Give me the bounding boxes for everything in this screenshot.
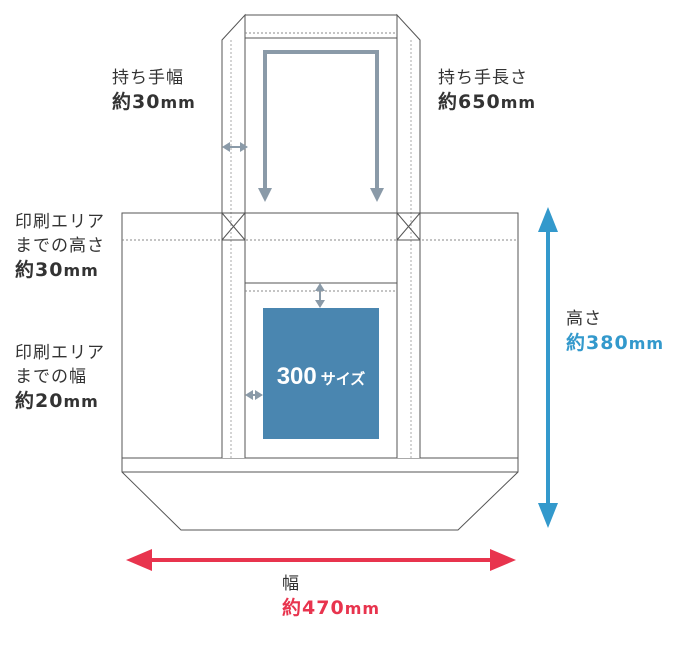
width-label: 幅 約470mm — [282, 572, 380, 621]
x-stitch-left — [221, 212, 246, 241]
x-stitch-right-b — [396, 212, 421, 241]
print-side-line2: までの幅 — [15, 367, 87, 387]
width-arrow — [126, 549, 516, 571]
print-side-gap-arrow — [245, 390, 263, 400]
print-side-value: 約20mm — [15, 390, 99, 412]
handle-width-label: 持ち手幅 約30mm — [112, 66, 196, 115]
print-top-label: 印刷エリア までの高さ 約30mm — [15, 210, 105, 283]
print-top-line1: 印刷エリア — [15, 212, 105, 232]
handle-width-arrow — [222, 142, 248, 152]
handle-width-title: 持ち手幅 — [112, 68, 184, 88]
handle-top-band — [244, 14, 398, 39]
width-value: 約470mm — [282, 597, 381, 619]
print-top-gap-arrow — [315, 283, 325, 308]
handle-length-arrow — [263, 50, 379, 190]
handle-length-title: 持ち手長さ — [438, 68, 528, 88]
print-area-number: 300 — [277, 363, 317, 390]
print-area-text: サイズ — [321, 370, 366, 388]
print-side-label: 印刷エリア までの幅 約20mm — [15, 341, 105, 414]
width-title: 幅 — [282, 574, 300, 594]
x-stitch-right — [396, 212, 421, 241]
x-stitch-left-b — [221, 212, 246, 241]
handle-length-arrowhead-right — [370, 188, 384, 202]
handle-length-arrowhead-left — [258, 188, 272, 202]
handle-width-value: 約30mm — [112, 91, 196, 113]
height-label: 高さ 約380mm — [566, 307, 664, 356]
height-value: 約380mm — [566, 332, 665, 354]
print-top-line2: までの高さ — [15, 236, 105, 256]
height-arrow — [538, 207, 558, 528]
print-top-value: 約30mm — [15, 259, 99, 281]
handle-length-value: 約650mm — [438, 91, 537, 113]
print-side-line1: 印刷エリア — [15, 343, 105, 363]
handle-length-label: 持ち手長さ 約650mm — [438, 66, 536, 115]
print-area — [263, 308, 379, 439]
height-title: 高さ — [566, 309, 602, 329]
